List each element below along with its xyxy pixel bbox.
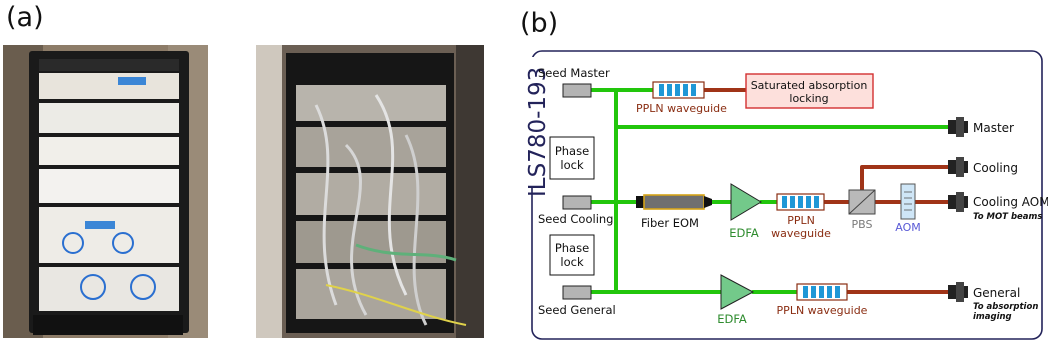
system-name: ILS780-193 xyxy=(525,67,551,197)
panel-label-a: (a) xyxy=(6,2,44,33)
phase-lock-lower-line1: Phase xyxy=(555,241,589,255)
rack-front-illustration xyxy=(3,45,208,338)
rack-back-photo xyxy=(256,45,484,338)
output-general-note-line2: imaging xyxy=(973,312,1012,322)
ppln-waveguide-middle xyxy=(776,193,825,211)
output-cooling-label: Cooling xyxy=(973,161,1018,175)
panel-label-b: (b) xyxy=(520,8,559,39)
phase-lock-upper-line2: lock xyxy=(560,158,584,172)
phase-lock-upper-line1: Phase xyxy=(555,144,589,158)
ppln-middle-label-line2: waveguide xyxy=(771,227,831,240)
seed-general-laser xyxy=(562,285,592,300)
aom-label: AOM xyxy=(895,221,920,234)
edfa-bottom-label: EDFA xyxy=(717,312,747,326)
ppln-middle-label-line1: PPLN xyxy=(787,214,815,227)
laser-system-diagram: ILS780-193 Seed Master Seed Cooling Seed… xyxy=(524,50,1048,340)
seed-cooling-laser xyxy=(562,195,592,210)
output-coupler-cooling-aom xyxy=(948,192,968,212)
pbs-cube xyxy=(848,189,876,215)
frame-label-gap xyxy=(524,57,550,187)
phase-lock-box-upper xyxy=(549,136,595,180)
seed-general-label: Seed General xyxy=(538,303,616,317)
seed-cooling-label: Seed Cooling xyxy=(538,212,614,226)
rack-back-illustration xyxy=(256,45,484,338)
ppln-waveguide-top xyxy=(652,81,705,99)
ppln-bottom-label: PPLN waveguide xyxy=(777,304,868,317)
seed-master-laser xyxy=(562,83,592,98)
pbs-label: PBS xyxy=(852,218,873,231)
ppln-top-label: PPLN waveguide xyxy=(636,102,727,115)
edfa-bottom xyxy=(720,274,755,310)
output-master-label: Master xyxy=(973,121,1014,135)
fiber-eom-label: Fiber EOM xyxy=(641,216,699,230)
aom xyxy=(900,183,916,220)
output-cooling-aom-note: To MOT beams xyxy=(973,212,1042,222)
sat-abs-line1: Saturated absorption xyxy=(751,79,868,92)
phase-lock-lower-line2: lock xyxy=(560,255,584,269)
seed-master-label: Seed Master xyxy=(538,66,610,80)
output-general-note-line1: To absorption xyxy=(973,302,1038,312)
edfa-middle-label: EDFA xyxy=(729,226,759,240)
edfa-middle xyxy=(730,183,762,221)
output-cooling-aom-label: Cooling AOM xyxy=(973,195,1048,209)
fiber-paths xyxy=(590,88,950,294)
sat-abs-line2: locking xyxy=(789,92,828,105)
output-coupler-cooling xyxy=(948,157,968,177)
phase-lock-box-lower xyxy=(549,234,595,276)
saturated-absorption-box xyxy=(745,73,874,109)
free-space-paths xyxy=(702,88,950,294)
output-general-label: General xyxy=(973,286,1020,300)
output-coupler-master xyxy=(948,117,968,137)
output-coupler-general xyxy=(948,282,968,302)
rack-front-photo xyxy=(3,45,208,338)
ppln-waveguide-bottom xyxy=(796,283,848,301)
fiber-eom xyxy=(636,194,712,210)
